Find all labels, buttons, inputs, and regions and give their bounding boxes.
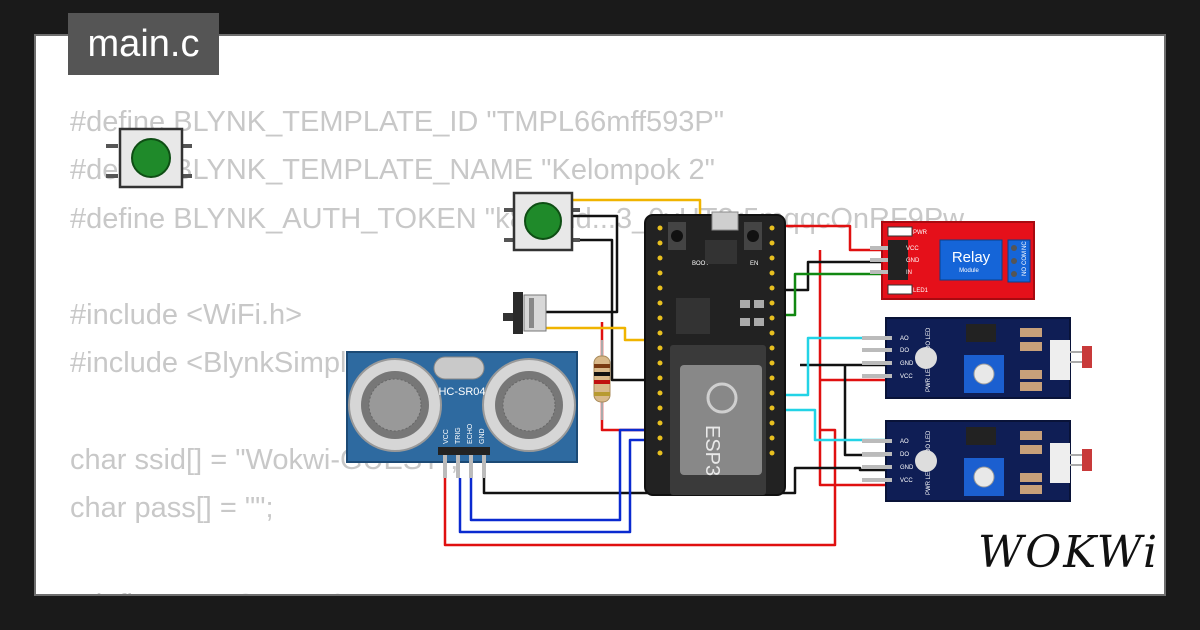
sensor1-led-label: DO LED: [926, 327, 932, 350]
relay-title: Relay: [952, 249, 991, 266]
sensor1-pwr-label: PWR LED: [926, 364, 932, 392]
wire-black-button[interactable]: [575, 238, 660, 382]
esp32-chip-label: ESP3: [701, 425, 723, 476]
sensor2-pwr-label: PWR LED: [926, 467, 932, 495]
code-line: #define BLYNK_TEMPLATE_NAME "Kelompok 2": [70, 154, 715, 187]
relay-pin-in: IN: [906, 270, 912, 276]
hcsr04-sensor[interactable]: HC-SR04 VCC TRIG ECHO GND: [346, 351, 578, 478]
en-label: EN: [750, 261, 758, 267]
wire-black-gnd[interactable]: [482, 466, 885, 495]
file-tab[interactable]: main.c: [68, 13, 219, 75]
wire-red-sensor-vcc[interactable]: [818, 250, 885, 487]
relay-pwr-label: PWR: [913, 230, 928, 236]
relay-pin-gnd: GND: [906, 258, 920, 264]
sensor1-pin-ao: AO: [900, 336, 909, 342]
esp32-board[interactable]: BOOT EN ESP3: [644, 211, 786, 496]
left-pin-header: [657, 225, 663, 456]
sensor2-pin-gnd: GND: [900, 465, 914, 471]
slide-switch[interactable]: [503, 292, 547, 334]
resistor-1[interactable]: [593, 340, 611, 420]
relay-contact-com: COM: [1022, 251, 1028, 265]
code-line: #define BLYNK_TEMPLATE_ID "TMPL66mff593P…: [70, 106, 725, 138]
wires: [443, 198, 885, 547]
wokwi-logo: WOKWi: [978, 527, 1160, 578]
boot-label: BOOT: [692, 261, 709, 267]
wire-cyan-sensor2[interactable]: [780, 408, 885, 442]
light-sensor-1[interactable]: AO DO GND VCC DO LED PWR LED: [862, 317, 1092, 399]
relay-pin-vcc: VCC: [906, 246, 919, 252]
wire-green-relay-in[interactable]: [780, 272, 885, 317]
right-pin-header: [769, 225, 775, 456]
hcsr04-label: HC-SR04: [438, 386, 485, 398]
sensor2-led-label: DO LED: [926, 430, 932, 453]
wire-blue-trig[interactable]: [458, 438, 660, 534]
wire-red-relay-vcc[interactable]: [780, 224, 885, 252]
relay-subtitle: Module: [959, 268, 979, 274]
sensor1-pin-do: DO: [900, 348, 909, 354]
diagram-canvas: #define BLYNK_TEMPLATE_ID "TMPL66mff593P…: [34, 34, 1166, 596]
code-line: #define HANG_PIN 25: [70, 581, 964, 594]
transducer-right: [482, 358, 576, 452]
sensor1-pin-gnd: GND: [900, 361, 914, 367]
en-button[interactable]: [747, 230, 759, 242]
sensor2-pin-do: DO: [900, 452, 909, 458]
pin-label-vcc: VCC: [443, 429, 450, 444]
relay-contact-nc: NC: [1022, 241, 1028, 250]
pushbutton-2[interactable]: [504, 191, 580, 252]
relay-led-label: LED1: [913, 288, 929, 294]
wire-red-vcc[interactable]: [443, 428, 837, 547]
wire-cyan-sensor1[interactable]: [780, 336, 885, 397]
wire-blue-echo[interactable]: [469, 428, 660, 522]
esp32-module: ESP3: [670, 345, 766, 495]
pushbutton-1[interactable]: [106, 127, 192, 189]
pin-label-trig: TRIG: [455, 427, 462, 444]
sensor2-pin-vcc: VCC: [900, 478, 913, 484]
light-sensor-2[interactable]: AO DO GND VCC DO LED PWR LED: [862, 420, 1092, 502]
sensor1-pin-vcc: VCC: [900, 374, 913, 380]
relay-module[interactable]: PWR LED1 VCC GND IN Relay Module NO COM …: [870, 221, 1035, 300]
relay-contact-no: NO: [1022, 267, 1028, 276]
wire-black-switch[interactable]: [545, 214, 619, 314]
code-line: #include <WiFi.h>: [70, 299, 303, 332]
usb-port: [711, 211, 739, 231]
transducer-left: [348, 358, 442, 452]
boot-button[interactable]: [671, 230, 683, 242]
code-preview: #define BLYNK_TEMPLATE_ID "TMPL66mff593P…: [70, 98, 964, 594]
pin-label-gnd: GND: [479, 428, 486, 444]
sensor2-pin-ao: AO: [900, 439, 909, 445]
code-line: char pass[] = "";: [70, 492, 274, 525]
pin-label-echo: ECHO: [467, 423, 474, 444]
